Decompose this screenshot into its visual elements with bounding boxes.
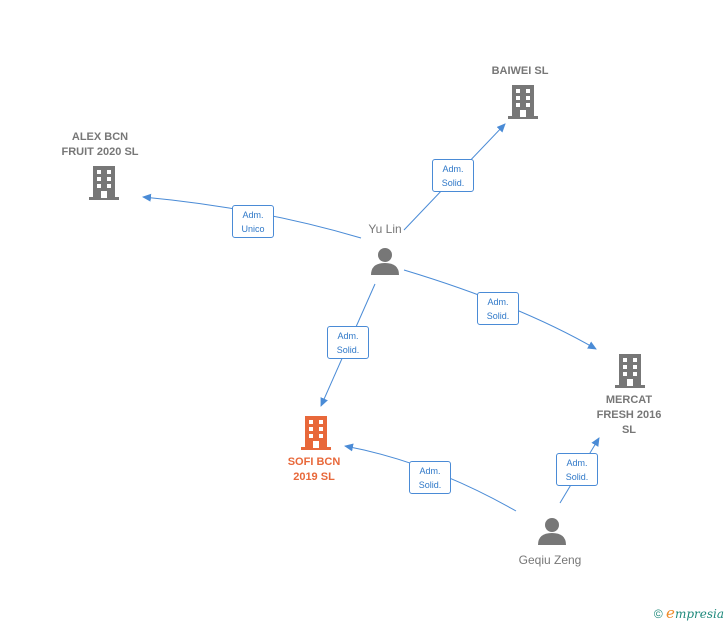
brand-initial: e	[666, 604, 675, 622]
edge-label-geqiu-sofi: Adm. Solid.	[409, 461, 451, 494]
edge-label-yulin-baiwei: Adm. Solid.	[432, 159, 474, 192]
brand-name: mpresia	[674, 607, 724, 621]
edge-label-geqiu-mercat: Adm. Solid.	[556, 453, 598, 486]
node-label-yu-lin[interactable]: Yu Lin	[368, 222, 402, 236]
node-label-geqiu-zeng[interactable]: Geqiu Zeng	[518, 553, 582, 567]
edge-label-yulin-sofi: Adm. Solid.	[327, 326, 369, 359]
person-icon[interactable]	[537, 516, 567, 546]
edge-label-yulin-mercat: Adm. Solid.	[477, 292, 519, 325]
node-label-alex-bcn-fruit[interactable]: ALEX BCN FRUIT 2020 SL	[61, 131, 139, 158]
building-icon[interactable]	[613, 352, 647, 388]
node-label-baiwei[interactable]: BAIWEI SL	[491, 65, 549, 77]
empresia-logo[interactable]: © empresia	[654, 604, 724, 622]
building-icon[interactable]	[299, 414, 333, 450]
copyright-symbol: ©	[653, 607, 663, 621]
building-icon[interactable]	[506, 83, 540, 119]
node-label-sofi-bcn[interactable]: SOFI BCN 2019 SL	[287, 456, 341, 483]
node-label-mercat-fresh[interactable]: MERCAT FRESH 2016 SL	[596, 394, 662, 436]
edge-label-yulin-alex: Adm. Unico	[232, 205, 274, 238]
building-icon[interactable]	[87, 164, 121, 200]
person-icon[interactable]	[370, 246, 400, 276]
